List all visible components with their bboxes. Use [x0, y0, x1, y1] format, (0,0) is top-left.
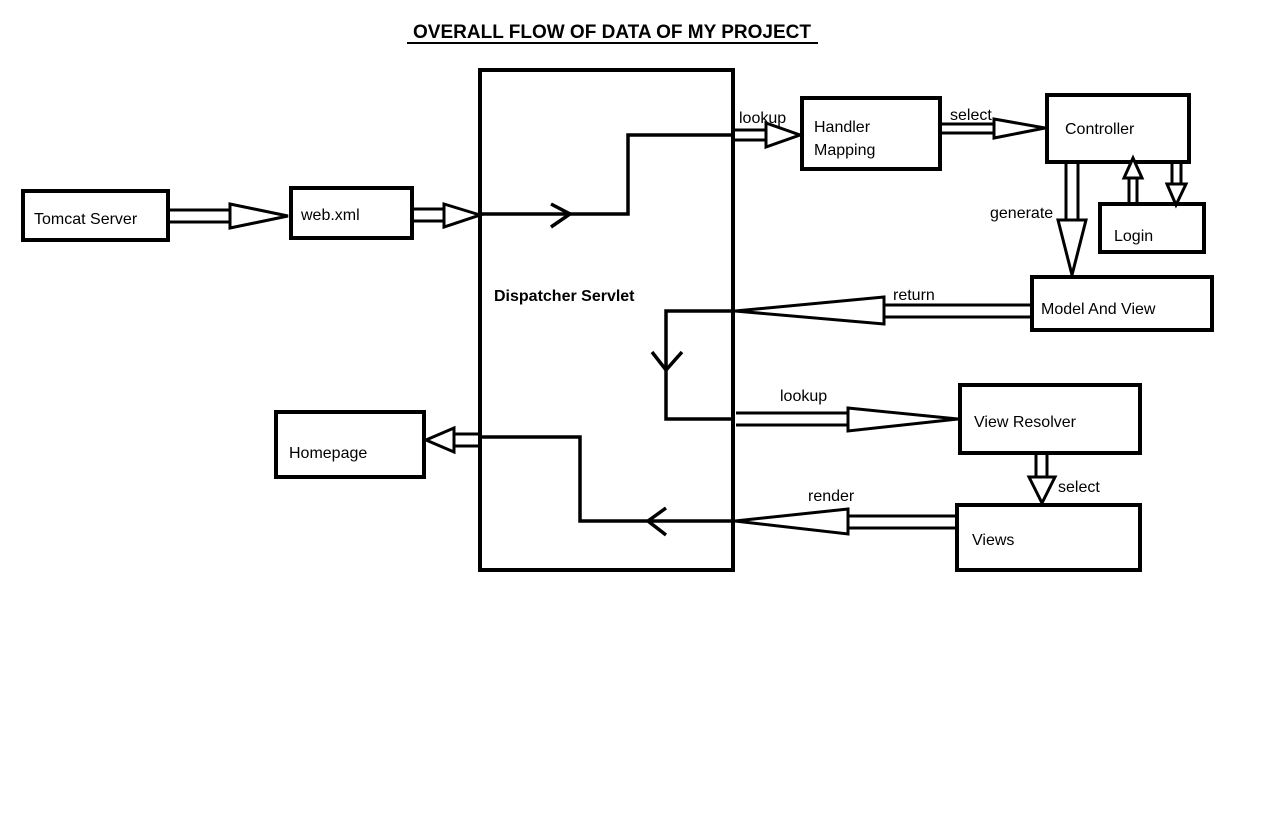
node-web-xml: web.xml: [289, 186, 414, 240]
arrow-select-controller: select: [942, 107, 1046, 140]
node-webxml-label: web.xml: [300, 207, 360, 224]
arrow-render: render: [734, 488, 956, 536]
node-view-resolver: View Resolver: [958, 383, 1142, 455]
arrow-select-views: select: [1026, 455, 1100, 507]
edge-return-label: return: [893, 287, 935, 304]
node-tomcat-server: Tomcat Server: [21, 189, 170, 242]
edge-lookup-handler-label: lookup: [739, 110, 786, 127]
path-render-to-homepage: [480, 435, 733, 537]
node-resolver-label: View Resolver: [974, 414, 1077, 431]
diagram-title: OVERALL FLOW OF DATA OF MY PROJECT: [413, 22, 811, 43]
node-handler-label-2: Mapping: [814, 142, 875, 159]
path-return-to-resolver: [650, 309, 733, 421]
arrow-controller-to-login: [1164, 164, 1189, 209]
node-login-label: Login: [1114, 228, 1153, 245]
node-model-and-view: Model And View: [1030, 275, 1214, 332]
node-handler-mapping: Handler Mapping: [800, 96, 942, 171]
node-tomcat-label: Tomcat Server: [34, 211, 138, 228]
arrow-return: return: [734, 287, 1031, 326]
edge-lookup-resolver-label: lookup: [780, 388, 827, 405]
node-controller: Controller: [1045, 93, 1191, 164]
edge-generate-label: generate: [990, 205, 1053, 222]
node-login: Login: [1098, 202, 1206, 254]
arrow-dispatcher-to-homepage: [422, 425, 480, 455]
node-dispatcher-servlet: Dispatcher Servlet: [478, 68, 735, 572]
arrow-tomcat-to-webxml: [170, 202, 289, 230]
arrow-lookup-resolver: lookup: [736, 388, 959, 433]
edge-select-views-label: select: [1058, 479, 1100, 496]
edge-render-label: render: [808, 488, 855, 505]
node-dispatcher-label: Dispatcher Servlet: [494, 288, 635, 305]
node-views-label: Views: [972, 532, 1014, 549]
edge-select-controller-label: select: [950, 107, 992, 124]
node-homepage-label: Homepage: [289, 445, 367, 462]
node-handler-label-1: Handler: [814, 119, 871, 136]
node-homepage: Homepage: [274, 410, 426, 479]
node-views: Views: [955, 503, 1142, 572]
node-controller-label: Controller: [1065, 121, 1135, 138]
arrow-lookup-handler: lookup: [735, 110, 805, 150]
arrow-login-to-controller: [1121, 154, 1145, 203]
node-mav-label: Model And View: [1041, 301, 1156, 318]
arrow-webxml-to-dispatcher: [414, 201, 485, 230]
arrow-generate: generate: [990, 164, 1088, 276]
path-dispatcher-to-handler: [480, 133, 733, 229]
